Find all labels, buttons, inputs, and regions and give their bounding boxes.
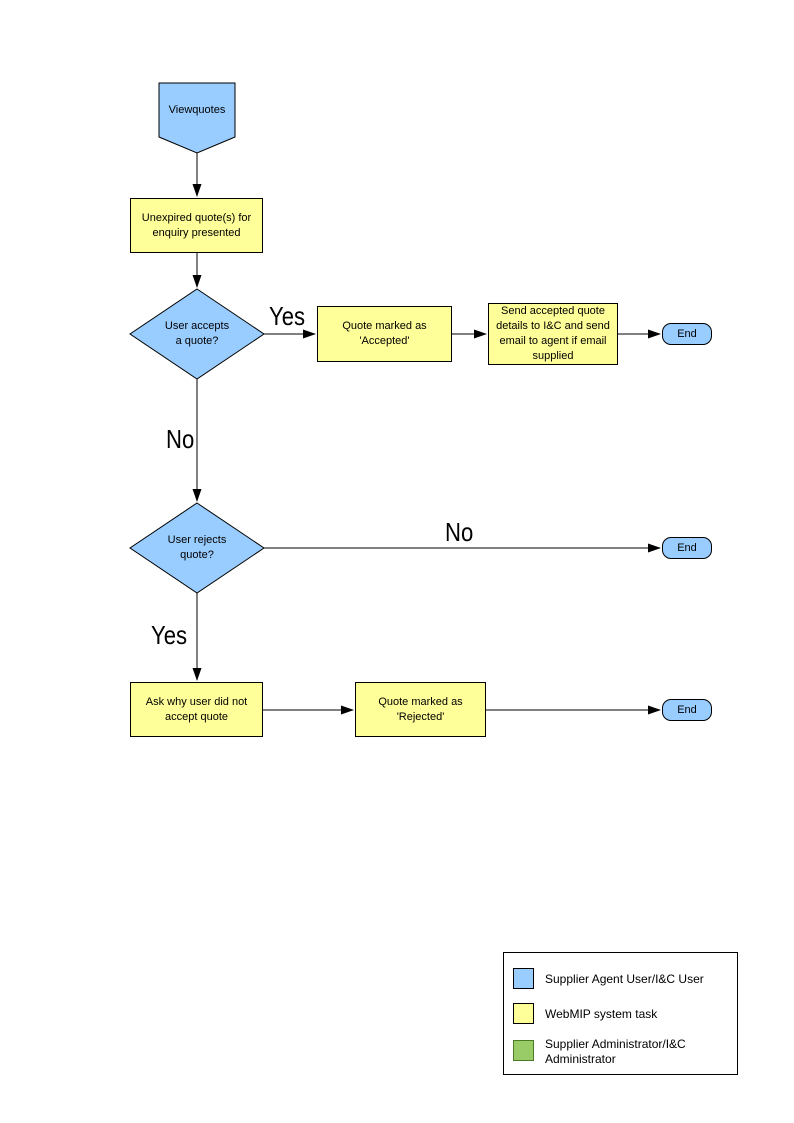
edge-label-reject-no: No [445, 517, 474, 547]
legend-swatch-supplier-admin [513, 1040, 534, 1061]
task-quote-marked-accepted: Quote marked as 'Accepted' [317, 306, 452, 362]
edge-label-accept-no: No [166, 424, 195, 454]
edge-label-reject-yes: Yes [151, 620, 188, 650]
decision-user-accepts-label: User accepts a quote? [164, 320, 230, 347]
task-quote-marked-rejected-label: Quote marked as 'Rejected' [378, 695, 463, 723]
decision-user-rejects: User rejects quote? [164, 533, 230, 563]
edge-label-accept-yes: Yes [269, 301, 306, 331]
legend: Supplier Agent User/I&C User WebMIP syst… [503, 952, 738, 1075]
task-ask-why-label: Ask why user did not accept quote [145, 695, 248, 723]
end-node-not-rejected: End [662, 537, 712, 559]
end-node-rejected-label: End [677, 704, 697, 716]
task-quote-marked-accepted-label: Quote marked as 'Accepted' [342, 320, 427, 347]
task-send-accepted-details-label: Send accepted quote details to I&C and s… [496, 305, 610, 362]
end-node-accepted-label: End [677, 328, 697, 340]
task-ask-why: Ask why user did not accept quote [130, 682, 263, 737]
task-send-accepted-details: Send accepted quote details to I&C and s… [488, 303, 618, 365]
end-node-not-rejected-label: End [677, 542, 697, 554]
legend-swatch-supplier-agent [513, 968, 534, 989]
decision-user-accepts: User accepts a quote? [164, 319, 230, 349]
end-node-accepted: End [662, 323, 712, 345]
legend-label-supplier-admin: Supplier Administrator/I&C Administrator [545, 1037, 686, 1066]
task-unexpired-quotes-label: Unexpired quote(s) for enquiry presented [141, 211, 252, 239]
legend-swatch-webmip-task [513, 1003, 534, 1024]
task-quote-marked-rejected: Quote marked as 'Rejected' [355, 682, 486, 737]
end-node-rejected: End [662, 699, 712, 721]
legend-label-supplier-agent: Supplier Agent User/I&C User [545, 972, 704, 986]
task-unexpired-quotes: Unexpired quote(s) for enquiry presented [130, 198, 263, 253]
start-node-shape [158, 82, 236, 154]
decision-user-rejects-label: User rejects quote? [167, 534, 227, 561]
start-node: Viewquotes [159, 83, 235, 137]
legend-label-webmip-task: WebMIP system task [545, 1007, 658, 1021]
start-node-label: Viewquotes [168, 103, 226, 116]
